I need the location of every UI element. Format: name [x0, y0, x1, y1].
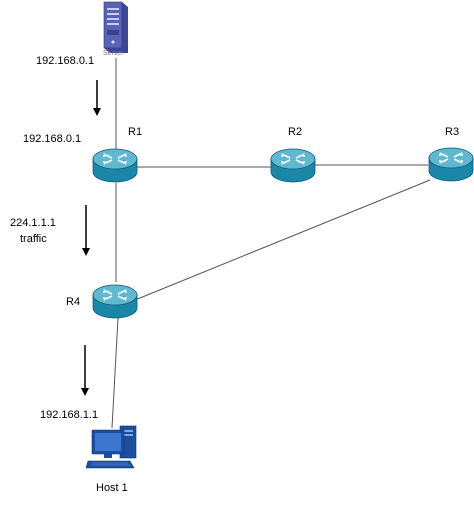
traffic-arrows: [81, 80, 101, 396]
router-icon-r1[interactable]: [92, 148, 138, 183]
link-r4-host1: [111, 317, 119, 429]
server-icon[interactable]: [103, 1, 128, 53]
r4-caption: R4: [66, 296, 81, 308]
r2-caption: R2: [288, 126, 303, 138]
host-ip-label: 192.168.1.1: [40, 409, 99, 421]
computer-icon-host1[interactable]: [86, 425, 137, 469]
host1-caption: Host 1: [96, 482, 128, 494]
link-r3-r4: [134, 179, 431, 301]
router-icon-r3[interactable]: [428, 147, 474, 182]
server-ip-label: 192.168.0.1: [36, 55, 95, 67]
traffic-group-label: 224.1.1.1: [10, 217, 56, 229]
traffic-word-label: traffic: [20, 233, 47, 245]
arrow-down-1: [93, 80, 101, 116]
links: [111, 58, 431, 429]
r1-caption: R1: [128, 126, 143, 138]
router-icon-r2[interactable]: [270, 148, 316, 183]
arrow-down-3: [81, 345, 89, 396]
arrow-down-2: [82, 205, 90, 256]
server-caption: Server: [103, 50, 124, 57]
r3-caption: R3: [445, 126, 460, 138]
r1-ip-label: 192.168.0.1: [23, 133, 82, 145]
router-icon-r4[interactable]: [92, 284, 138, 319]
